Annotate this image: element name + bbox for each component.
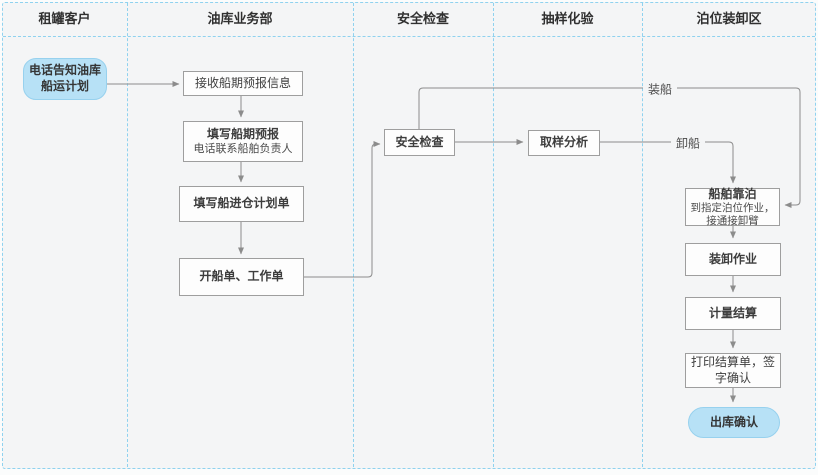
node-fill-forecast: 填写船期预报 电话联系船舶负责人	[183, 121, 303, 162]
node-ship-berthing: 船舶靠泊 到指定泊位作业， 接通接卸臂	[685, 186, 780, 227]
node-ship-berthing-subtitle: 到指定泊位作业， 接通接卸臂	[690, 201, 775, 227]
lane-header-depot-dept: 油库业务部	[207, 12, 273, 27]
node-fill-forecast-subtitle: 电话联系船舶负责人	[193, 142, 293, 156]
node-fill-forecast-title: 填写船期预报	[206, 127, 279, 142]
node-issue-orders: 开船单、工作单	[179, 258, 304, 296]
diagram-border	[2, 2, 816, 469]
node-fill-entry-plan: 填写船进仓计划单	[179, 186, 304, 222]
node-sampling-analysis: 取样分析	[528, 130, 600, 156]
header-divider	[3, 36, 815, 37]
node-ship-berthing-title: 船舶靠泊	[708, 186, 757, 201]
node-notify-shipping-plan: 电话告知油库 船运计划	[23, 58, 107, 100]
lane-divider-4	[642, 3, 643, 467]
node-measurement-settlement: 计量结算	[685, 297, 781, 330]
node-receive-forecast: 接收船期预报信息	[183, 71, 303, 96]
lane-divider-3	[493, 3, 494, 467]
lane-divider-2	[353, 3, 354, 467]
lane-header-sampling: 抽样化验	[541, 12, 594, 27]
node-safety-check: 安全检查	[384, 129, 455, 156]
node-print-settlement: 打印结算单，签 字确认	[685, 353, 781, 388]
lane-header-customer: 租罐客户	[38, 12, 91, 27]
lane-header-safety: 安全检查	[396, 12, 449, 27]
edge-label-load-ship: 装船	[642, 80, 678, 98]
edge-label-unload-ship: 卸船	[670, 134, 706, 152]
lane-header-berth-area: 泊位装卸区	[696, 12, 762, 27]
node-outbound-confirm: 出库确认	[688, 407, 780, 438]
lane-divider-1	[127, 3, 128, 467]
node-loading-unloading: 装卸作业	[685, 243, 781, 276]
